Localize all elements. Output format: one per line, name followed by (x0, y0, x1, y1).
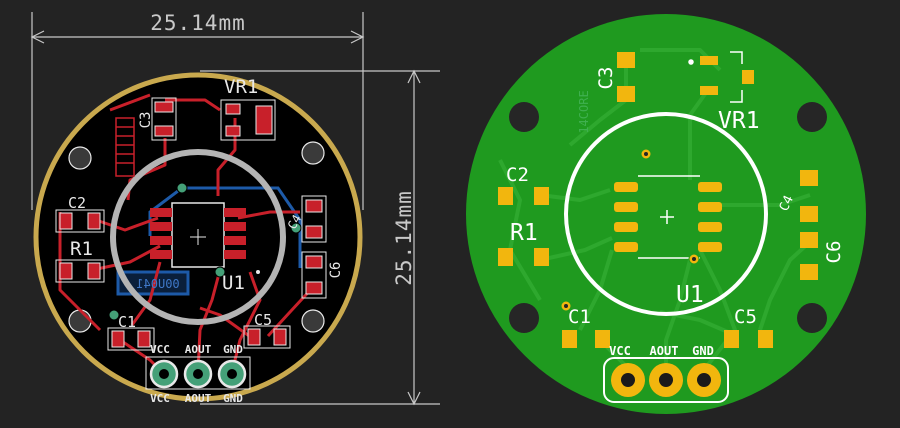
layout-fab-ring (110, 149, 286, 325)
mounting-hole-bl (68, 309, 92, 333)
layout-header-stub (115, 117, 135, 177)
render-label-c6: C6 (823, 241, 845, 264)
label-vcc-top: VCC (150, 343, 170, 356)
layout-connector-labels-bottom: VCC AOUT GND (150, 392, 243, 405)
layout-passives (55, 97, 327, 351)
trace-ring-left (58, 212, 102, 332)
render-connector-outline (603, 357, 729, 403)
u1-pads (150, 208, 246, 259)
trace-top-left (109, 93, 151, 112)
render-label-c2: C2 (506, 164, 529, 186)
label-u1: U1 (222, 272, 245, 294)
layout-vias (108, 182, 302, 321)
height-arrow-bottom (407, 391, 421, 406)
render-label-r1: R1 (510, 220, 538, 246)
render-connector-labels: VCC AOUT GND (609, 344, 714, 358)
mounting-hole-tr (301, 141, 325, 165)
trace-u1-c4 (237, 210, 300, 220)
render-label-gnd: GND (692, 344, 714, 358)
layout-connector-labels-top: VCC AOUT GND (150, 343, 243, 356)
c3-body (151, 97, 177, 141)
label-c1: C1 (118, 313, 136, 331)
label-aout-top: AOUT (185, 343, 212, 356)
label-c5: C5 (254, 311, 272, 329)
label-r1: R1 (70, 238, 93, 260)
label-u1-marking: 00U041 (136, 277, 179, 291)
mounting-hole-tl (68, 146, 92, 170)
dimension-annotations (30, 12, 440, 406)
render-hole-tr (797, 102, 827, 132)
render-view: C3 VR1 C2 R1 C4 C6 U1 C1 C5 14CORE VCC A… (466, 14, 866, 414)
trace-c2-u1 (95, 216, 159, 232)
render-vr1-silk (688, 51, 743, 103)
mounting-hole-br (301, 309, 325, 333)
render-label-c3: C3 (595, 67, 617, 90)
label-aout-bottom: AOUT (185, 392, 212, 405)
c5-body (243, 325, 291, 349)
render-via-holes (564, 152, 696, 308)
label-c6: C6 (328, 262, 344, 279)
trace-aout (196, 269, 222, 373)
render-label-c4: C4 (777, 193, 797, 214)
label-c3: C3 (138, 112, 154, 129)
width-arrow-right (350, 30, 365, 44)
render-label-c5: C5 (734, 306, 757, 328)
render-hole-bl (509, 303, 539, 333)
layout-connector (145, 356, 251, 390)
height-dimension-label: 25.14mm (392, 190, 416, 286)
render-connector (603, 357, 729, 403)
width-arrow-left (30, 30, 45, 44)
c4-body (301, 195, 327, 243)
render-labels: C3 VR1 C2 R1 C4 C6 U1 C1 C5 14CORE (506, 67, 845, 328)
c1-body (107, 327, 155, 351)
layout-labels: C3 VR1 C2 R1 C4 C6 U1 C1 C5 00U041 (68, 76, 344, 331)
height-arrow-top (407, 69, 421, 84)
back-trace-1 (182, 186, 302, 268)
c2-body (55, 209, 105, 233)
render-label-c1: C1 (568, 306, 591, 328)
render-hole-br (797, 303, 827, 333)
label-c2: C2 (68, 194, 86, 212)
render-watermark: 14CORE (577, 90, 591, 133)
label-gnd-bottom: GND (223, 392, 243, 405)
render-label-vr1: VR1 (718, 108, 760, 134)
layout-view: C3 VR1 C2 R1 C4 C6 U1 C1 C5 00U041 VCC A… (33, 72, 363, 405)
connector-outline (145, 356, 251, 390)
trace-u1-c1 (130, 261, 162, 326)
render-silk-ring (564, 112, 768, 316)
label-gnd-top: GND (223, 343, 243, 356)
c6-body (301, 251, 327, 299)
render-mounting-holes (509, 102, 827, 333)
u1-courtyard (171, 202, 225, 268)
trace-c3-vr1 (165, 98, 221, 112)
trace-gnd (230, 271, 262, 373)
label-c4: C4 (285, 212, 304, 232)
vr1-body (220, 99, 276, 141)
render-gold-pads (498, 52, 818, 348)
label-vcc-bottom: VCC (150, 392, 170, 405)
u1-pin1-dot (256, 270, 260, 274)
render-label-aout: AOUT (650, 344, 679, 358)
label-vr1: VR1 (224, 76, 258, 98)
r1-body (55, 259, 105, 283)
render-hole-tl (509, 102, 539, 132)
render-label-u1: U1 (676, 282, 704, 308)
width-dimension-label: 25.14mm (150, 11, 246, 35)
render-label-vcc: VCC (609, 344, 631, 358)
layout-u1-footprint (150, 202, 246, 268)
trace-c5-left (199, 306, 253, 340)
